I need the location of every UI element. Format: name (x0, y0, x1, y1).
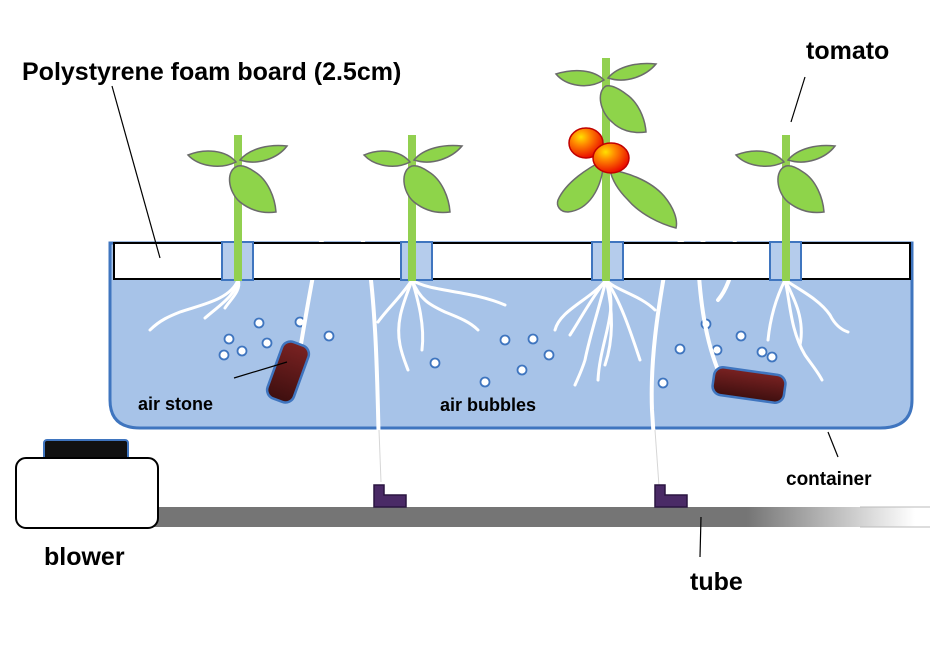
roots (148, 278, 850, 387)
label-blower: blower (44, 543, 125, 571)
label-air-bubbles: air bubbles (440, 395, 536, 415)
blower (15, 439, 159, 529)
label-air-stone: air stone (138, 394, 213, 414)
plant-2 (362, 135, 464, 281)
label-container: container (786, 469, 872, 490)
air-stone-right (711, 366, 787, 404)
tube (150, 507, 915, 527)
label-tube: tube (690, 568, 743, 596)
plant-4 (734, 135, 837, 281)
air-bubbles (218, 316, 778, 389)
label-foam-board: Polystyrene foam board (2.5cm) (22, 58, 401, 86)
plant-3-tomato (554, 58, 678, 281)
tomato-fruits (568, 127, 630, 174)
air-stone-left (265, 340, 311, 404)
polystyrene-foam-board (113, 241, 911, 281)
label-tomato: tomato (806, 37, 889, 65)
leader-lines (111, 76, 839, 558)
tube-connectors (373, 484, 688, 508)
plant-1 (186, 135, 289, 281)
